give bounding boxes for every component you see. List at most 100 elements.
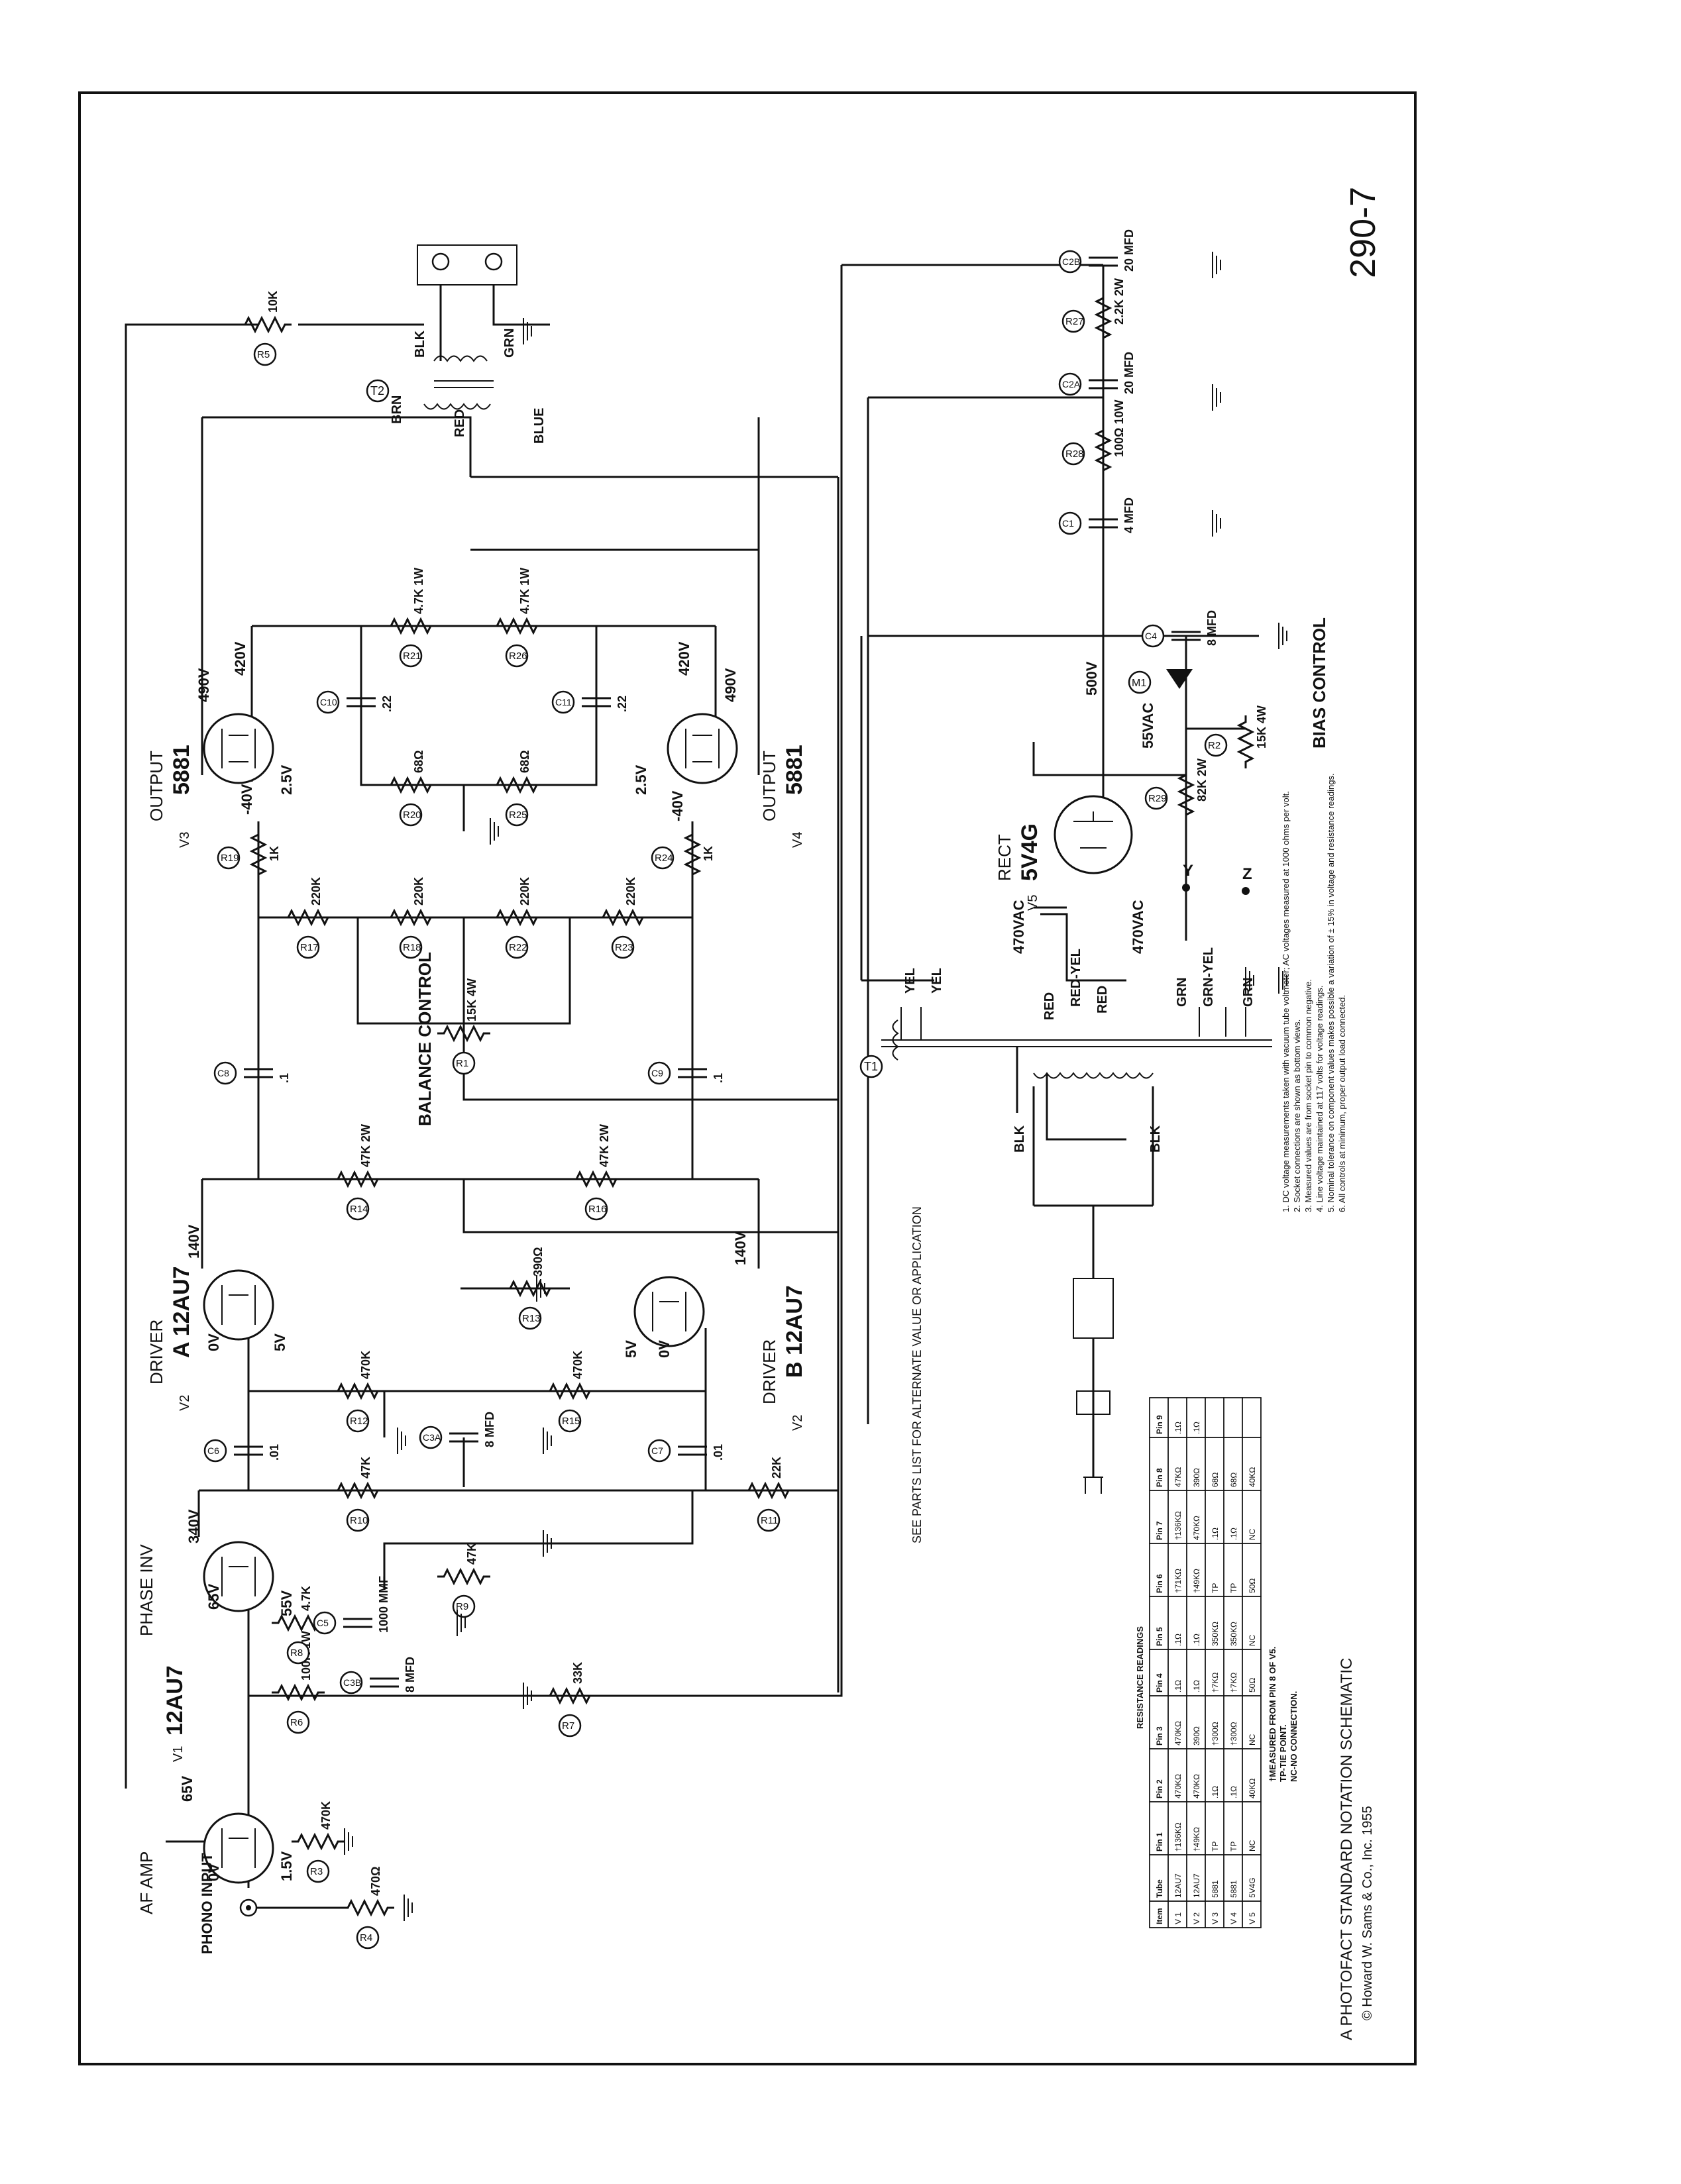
resistor-value: 470K: [319, 1801, 333, 1830]
tube-v4-type: 5881: [782, 745, 807, 795]
power-cord: [1073, 1278, 1114, 1494]
resistor-ref: R27: [1065, 316, 1084, 327]
note-line: 2. Socket connections are shown as botto…: [1292, 1019, 1302, 1212]
svg-text:T1: T1: [864, 1060, 878, 1073]
ground-symbol: [1278, 623, 1287, 649]
tube-v5-type: 5V4G: [1017, 823, 1042, 881]
power-transformer-t1: T1: [859, 1007, 1272, 1079]
capacitor-c6: C6.01: [203, 1439, 281, 1463]
resistor-value: 390Ω: [531, 1247, 545, 1276]
resistor-value: 470Ω: [369, 1867, 382, 1896]
resistor-value: 47K 2W: [598, 1124, 611, 1167]
note-line: 3. Measured values are from socket pin t…: [1303, 979, 1313, 1212]
capacitor-ref: C10: [320, 697, 337, 707]
resistor-value: 4.7K 1W: [518, 568, 531, 614]
wire-color-label: GRN: [502, 329, 517, 358]
resistor-ref: R29: [1148, 793, 1167, 804]
tube-labels: OUTPUT 5881 V3 OUTPUT 5881 V4 DRIVER A 1…: [136, 745, 1042, 1914]
resistor-ref: R7: [562, 1720, 574, 1732]
resistor-value: 220K: [412, 877, 425, 906]
table-cell: .1Ω: [1192, 1634, 1201, 1646]
capacitor-value: 20 MFD: [1122, 229, 1136, 272]
resistor-ref: R13: [522, 1313, 541, 1324]
speaker-terminal-screw[interactable]: [431, 252, 450, 271]
speaker-terminal-screw[interactable]: [484, 252, 503, 271]
resistor-ref: R17: [300, 942, 319, 953]
table-cell: 350KΩ: [1229, 1622, 1238, 1646]
table-cell: .1Ω: [1192, 1422, 1201, 1434]
measurement-notes: 1. DC voltage measurements taken with va…: [1281, 773, 1347, 1212]
rectifier-diode-symbol: [1166, 669, 1193, 689]
ground-symbol: [490, 818, 499, 845]
voltage-label: 0V: [205, 1333, 222, 1351]
table-cell: .1Ω: [1173, 1422, 1183, 1434]
resistor-ref: R3: [310, 1866, 323, 1877]
resistor-ref: R28: [1065, 448, 1084, 460]
resistor-ref: R26: [509, 650, 527, 662]
voltage-label: -40V: [239, 784, 255, 815]
table-header-cell: Pin 2: [1155, 1779, 1164, 1798]
resistor-value: 15K 4W: [465, 978, 478, 1021]
resistor-ref: R16: [588, 1204, 607, 1215]
resistor-value: 47K 2W: [359, 1124, 372, 1167]
table-cell: 12AU7: [1173, 1873, 1183, 1898]
capacitor-value: 8 MFD: [404, 1657, 417, 1692]
resistor-r8: R84.7K: [272, 1586, 325, 1665]
capacitor-ref: C5: [317, 1618, 329, 1628]
resistor-ref: R4: [360, 1932, 372, 1944]
note-line: 6. All controls at minimum, proper outpu…: [1337, 995, 1347, 1212]
table-cell: V 2: [1192, 1912, 1201, 1924]
resistor-value: 220K: [624, 877, 637, 906]
table-title: RESISTANCE READINGS: [1135, 1626, 1145, 1729]
voltage-label: 140V: [186, 1224, 202, 1259]
table-cell: 390Ω: [1192, 1468, 1201, 1487]
wire-color-label: GRN: [1241, 978, 1256, 1007]
table-header-cell: Item: [1155, 1908, 1164, 1924]
ground-symbol: [1245, 967, 1254, 994]
table-cell: V 3: [1211, 1912, 1220, 1924]
meter-m1-label: M1: [1132, 678, 1146, 689]
tube-v5-ref: V5: [1026, 895, 1040, 911]
table-cell: 5881: [1229, 1880, 1238, 1898]
resistor-ref: R9: [456, 1601, 468, 1612]
tube-v2a-type: A 12AU7: [169, 1266, 194, 1358]
table-cell: V 1: [1173, 1912, 1183, 1924]
wire-color-label: GRN: [1175, 978, 1189, 1007]
table-legend-line: NC-NO CONNECTION.: [1289, 1691, 1299, 1782]
capacitor-value: .22: [380, 696, 394, 712]
capacitor-value: .22: [616, 696, 629, 712]
table-cell: †71KΩ: [1173, 1569, 1183, 1593]
resistor-r13: R13 390Ω: [504, 1247, 557, 1330]
capacitor-c10: C10 .22: [316, 690, 394, 714]
capacitor-ref: C8: [217, 1068, 229, 1078]
capacitor-c7: C7.01: [647, 1439, 725, 1463]
resistor-value: 2.2K 2W: [1112, 278, 1126, 325]
table-header-cell: Pin 8: [1155, 1468, 1164, 1487]
phono-input-jack[interactable]: PHONO INPUT: [199, 1853, 258, 1954]
table-header-cell: Pin 7: [1155, 1521, 1164, 1540]
table-cell: †49KΩ: [1192, 1569, 1201, 1593]
resistor-ref: R15: [562, 1416, 580, 1427]
capacitor-ref: C4: [1145, 631, 1157, 641]
table-legend-line: TP-TIE POINT.: [1278, 1724, 1288, 1782]
ground-symbol: [1278, 967, 1287, 994]
table-cell: .1Ω: [1229, 1786, 1238, 1798]
ground-symbol: [543, 1428, 552, 1454]
voltage-label: 500V: [1083, 661, 1100, 696]
resistor-value: 47K: [359, 1457, 372, 1479]
table-cell: 350KΩ: [1211, 1622, 1220, 1646]
table-cell: NC: [1248, 1634, 1257, 1646]
resistor-ref: R8: [290, 1647, 303, 1659]
